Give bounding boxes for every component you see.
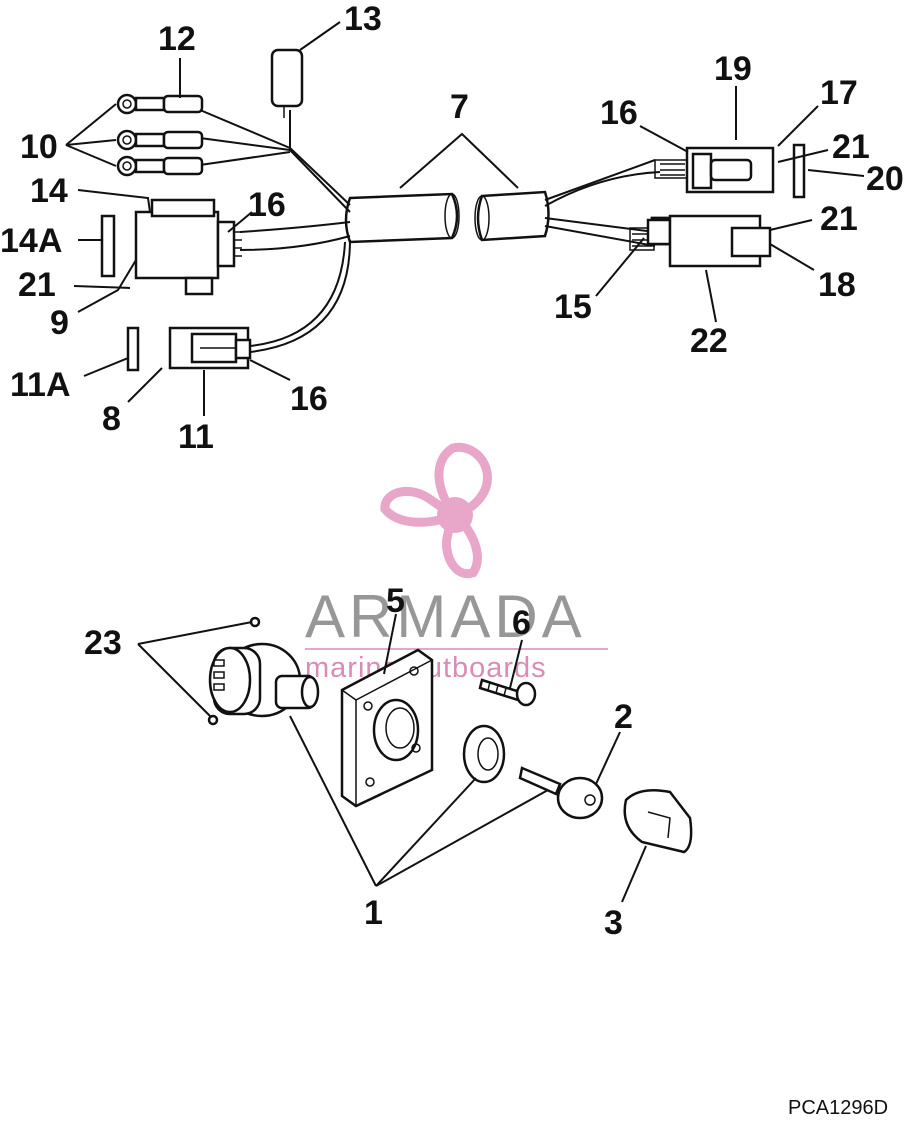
callout-18: 18	[818, 266, 856, 304]
callout-5: 5	[386, 582, 405, 620]
callout-14a: 14A	[0, 222, 62, 260]
ignition-switch-assembly	[207, 616, 693, 854]
armada-watermark: ARMADA marine outboards	[305, 442, 608, 684]
lock-20	[792, 143, 806, 199]
screw-23-top	[249, 616, 261, 628]
callout-6: 6	[512, 604, 531, 642]
callout-20: 20	[866, 160, 904, 198]
harness-cable-left	[344, 192, 459, 244]
callout-10: 10	[20, 128, 58, 166]
callout-19: 19	[714, 50, 752, 88]
callout-16-connector-9: 16	[248, 186, 286, 224]
callout-16-right: 16	[600, 94, 638, 132]
callout-11: 11	[178, 418, 214, 456]
propeller-logo-icon	[380, 442, 492, 579]
callout-12: 12	[158, 20, 196, 58]
screw-6	[478, 678, 537, 707]
mounting-plate	[340, 648, 434, 808]
callout-8: 8	[102, 400, 121, 438]
connector-11	[168, 326, 252, 370]
callout-11a: 11A	[10, 366, 71, 404]
callout-2: 2	[614, 698, 633, 736]
watermark-brand: ARMADA	[305, 583, 586, 650]
ring-terminals	[116, 93, 204, 177]
callout-17: 17	[820, 74, 858, 112]
connector-22	[629, 214, 772, 268]
hex-nut	[462, 724, 506, 784]
ignition-key	[518, 766, 604, 820]
callout-16-connector-11: 16	[290, 380, 328, 418]
harness-cable-right	[476, 190, 550, 242]
callout-23: 23	[84, 624, 122, 662]
callout-3: 3	[604, 904, 623, 942]
callout-13: 13	[344, 0, 382, 38]
callout-7: 7	[450, 88, 469, 126]
callout-21-right: 21	[820, 200, 858, 238]
callout-labels: 13 12 10 14 14A 16 21 9 11A 8 11 16 7 16…	[0, 0, 904, 942]
callout-14: 14	[30, 172, 68, 210]
lock-11a	[126, 326, 140, 372]
callout-1: 1	[364, 894, 383, 932]
wire-harness	[100, 48, 806, 372]
figure-code: PCA1296D	[788, 1097, 888, 1119]
key-cap	[623, 789, 693, 854]
connector-9	[134, 198, 242, 296]
callout-9: 9	[50, 304, 69, 342]
ignition-switch	[208, 642, 320, 718]
callout-21-top-right: 21	[832, 128, 870, 166]
screw-23-bottom	[207, 714, 219, 726]
connector-19	[654, 146, 775, 194]
leader-lines	[65, 21, 865, 903]
callout-15: 15	[554, 288, 592, 326]
callout-21-left: 21	[18, 266, 56, 304]
bullet-connector	[270, 48, 304, 118]
callout-22: 22	[690, 322, 728, 360]
lock-14a	[100, 214, 116, 278]
